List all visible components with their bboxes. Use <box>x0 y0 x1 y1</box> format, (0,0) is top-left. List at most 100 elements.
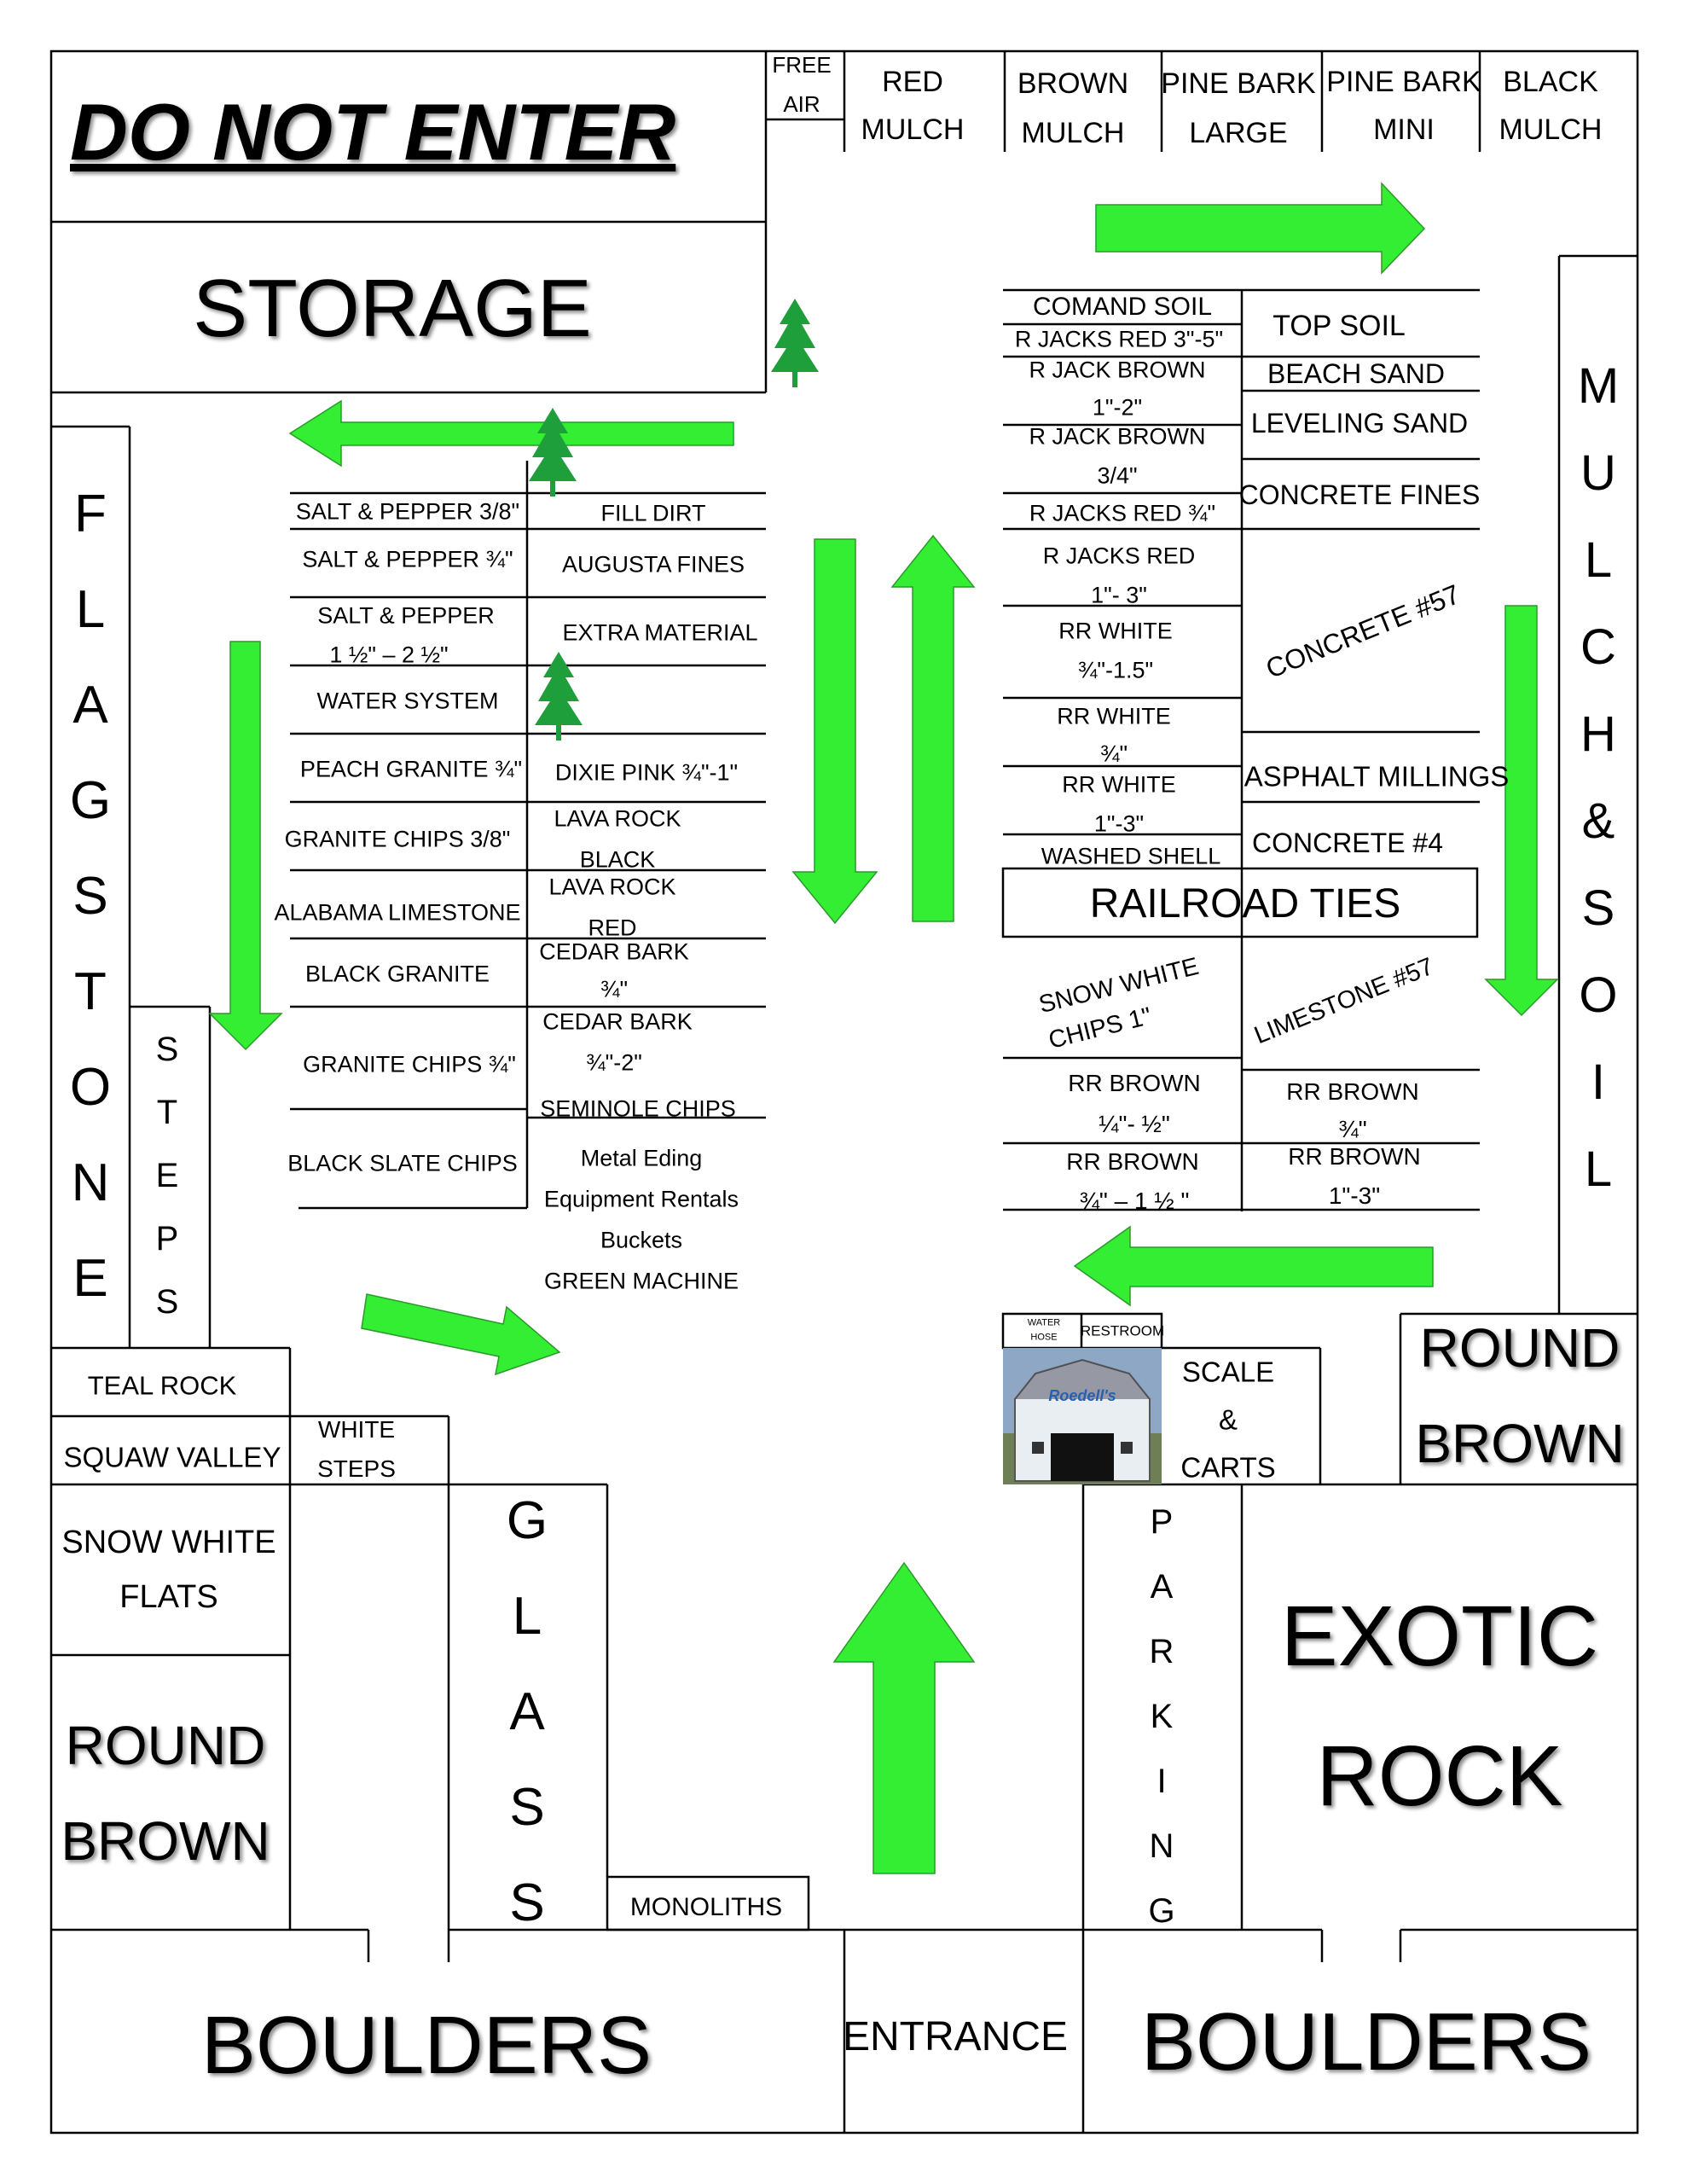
right2-bin-6: ASPHALT MILLINGS <box>1244 760 1510 793</box>
red-mulch-bin-2: MULCH <box>861 113 965 146</box>
mulch-letter: M <box>1577 358 1620 414</box>
right-bin-7a: RR WHITE <box>1058 618 1173 644</box>
left-bin-9: GRANITE CHIPS ¾" <box>303 1051 516 1077</box>
mulch-letter: U <box>1580 445 1616 501</box>
pine-bark-large-bin: PINE BARK <box>1161 67 1316 100</box>
arrow-left-top <box>288 399 734 468</box>
right-bin-9a: RR WHITE <box>1062 771 1176 798</box>
brown-mulch-bin: BROWN <box>1017 67 1129 100</box>
flagstone-letter: S <box>72 867 108 926</box>
white-steps-bin-2: STEPS <box>317 1455 396 1482</box>
scale-carts-2: & <box>1218 1403 1238 1436</box>
right2-bin-3: LEVELING SAND <box>1250 408 1469 439</box>
mulch-letter: I <box>1591 1054 1606 1110</box>
parking-letter: I <box>1157 1763 1167 1800</box>
center-bin-6a: LAVA ROCK <box>548 874 676 900</box>
left-bin-4: WATER SYSTEM <box>316 688 499 714</box>
center-extra-2: Equipment Rentals <box>543 1186 739 1212</box>
parking-letter: N <box>1149 1827 1174 1865</box>
arrow-down-left <box>208 641 283 1051</box>
center-bin-1: FILL DIRT <box>600 500 706 526</box>
arrow-down-right <box>1484 605 1559 1017</box>
center-bin-5b: BLACK <box>579 846 656 873</box>
brown-mulch-bin-2: MULCH <box>1021 117 1125 149</box>
right-bin-7b: ¾"-1.5" <box>1077 657 1154 683</box>
pine-bark-mini-bin-2: MINI <box>1373 113 1435 146</box>
restroom-label: RESTROOM <box>1080 1322 1165 1339</box>
parking-letter: G <box>1148 1892 1175 1930</box>
right2-bin-1: TOP SOIL <box>1272 310 1406 342</box>
parking-letter: A <box>1150 1568 1174 1606</box>
black-mulch-bin-2: MULCH <box>1499 113 1603 146</box>
parking-letter: K <box>1150 1698 1174 1735</box>
left-bin-3b: 1 ½" – 2 ½" <box>329 642 449 668</box>
left-bin-2: SALT & PEPPER ¾" <box>302 546 513 572</box>
rr-brown-13-1: RR BROWN <box>1288 1143 1421 1170</box>
steps-letter: P <box>155 1220 179 1258</box>
pine-tree-icon <box>771 299 819 387</box>
right-bin-4b: 3/4" <box>1097 462 1138 489</box>
center-bin-4: DIXIE PINK ¾"-1" <box>554 759 739 786</box>
entrance-label: ENTRANCE <box>842 2014 1069 2059</box>
left-bin-6: GRANITE CHIPS 3/8" <box>284 826 511 852</box>
teal-rock-bin: TEAL ROCK <box>87 1370 237 1401</box>
exotic-rock-2: ROCK <box>1316 1728 1563 1824</box>
left-bin-10: BLACK SLATE CHIPS <box>287 1150 518 1176</box>
right2-bin-4: CONCRETE FINES <box>1238 479 1481 510</box>
right-bin-2: R JACKS RED 3"-5" <box>1014 326 1224 352</box>
flagstone-letter: F <box>74 485 107 543</box>
scale-carts-3: CARTS <box>1180 1451 1276 1484</box>
center-bin-9: SEMINOLE CHIPS <box>540 1095 736 1122</box>
glass-bin: G L A S S <box>507 1495 548 1930</box>
storage-area: STORAGE <box>193 263 592 354</box>
flagstone-letter: T <box>74 962 107 1021</box>
steps-letter: T <box>156 1094 178 1131</box>
squaw-valley-bin: SQUAW VALLEY <box>63 1441 281 1473</box>
rr-brown-34-2: ¾" <box>1338 1116 1367 1142</box>
mulch-letter: S <box>1581 880 1615 936</box>
mulch-and-soil-bin: M U L C H & S O I L <box>1578 362 1619 1194</box>
right2-bin-7: CONCRETE #4 <box>1251 828 1444 858</box>
free-air-label-2: AIR <box>783 91 820 117</box>
red-mulch-bin: RED <box>882 66 943 98</box>
center-bin-7b: ¾" <box>600 976 629 1002</box>
right-bin-8b: ¾" <box>1099 741 1128 767</box>
exotic-rock-1: EXOTIC <box>1280 1589 1599 1684</box>
center-bin-8a: CEDAR BARK <box>542 1008 693 1035</box>
white-steps-bin-1: WHITE <box>317 1416 396 1443</box>
right-bin-3a: R JACK BROWN <box>1029 357 1206 383</box>
center-extra-1: Metal Eding <box>580 1145 703 1171</box>
pine-bark-mini-bin: PINE BARK <box>1326 66 1481 98</box>
center-bin-6b: RED <box>588 915 637 941</box>
flagstone-letter: G <box>69 771 112 830</box>
flagstone-letter: O <box>69 1058 112 1117</box>
flagstone-letter: N <box>71 1153 110 1212</box>
right-bin-4a: R JACK BROWN <box>1029 423 1206 450</box>
glass-letter: S <box>509 1873 545 1932</box>
pine-tree-icon <box>529 408 577 497</box>
monoliths-bin: MONOLITHS <box>629 1893 783 1921</box>
parking-area: P A R K I N G <box>1148 1505 1174 1928</box>
pine-bark-large-bin-2: LARGE <box>1189 117 1288 149</box>
snow-white-flats-2: FLATS <box>119 1579 218 1615</box>
pine-trees <box>529 299 819 741</box>
center-bin-2: AUGUSTA FINES <box>561 551 745 578</box>
steps-letter: E <box>155 1157 179 1194</box>
arrow-up-entrance <box>832 1561 976 1874</box>
right2-bin-2: BEACH SAND <box>1267 358 1446 389</box>
rr-brown-13-2: 1"-3" <box>1328 1182 1381 1209</box>
round-brown-right-2: BROWN <box>1415 1413 1625 1474</box>
boulders-right: BOULDERS <box>1140 1996 1592 2088</box>
rr-brown-34-112-1: RR BROWN <box>1066 1148 1199 1175</box>
center-bin-5a: LAVA ROCK <box>554 805 681 832</box>
round-brown-left-1: ROUND <box>65 1715 266 1776</box>
steps-letter: S <box>155 1031 179 1068</box>
rr-brown-34-1: RR BROWN <box>1286 1078 1419 1105</box>
left-bin-3a: SALT & PEPPER <box>317 602 495 629</box>
right-bin-5: R JACKS RED ¾" <box>1029 500 1216 526</box>
free-air-label-1: FREE <box>772 52 832 78</box>
center-extra-4: GREEN MACHINE <box>543 1268 739 1294</box>
rr-brown-small-1: RR BROWN <box>1068 1070 1201 1096</box>
steps-letter: S <box>155 1283 179 1321</box>
